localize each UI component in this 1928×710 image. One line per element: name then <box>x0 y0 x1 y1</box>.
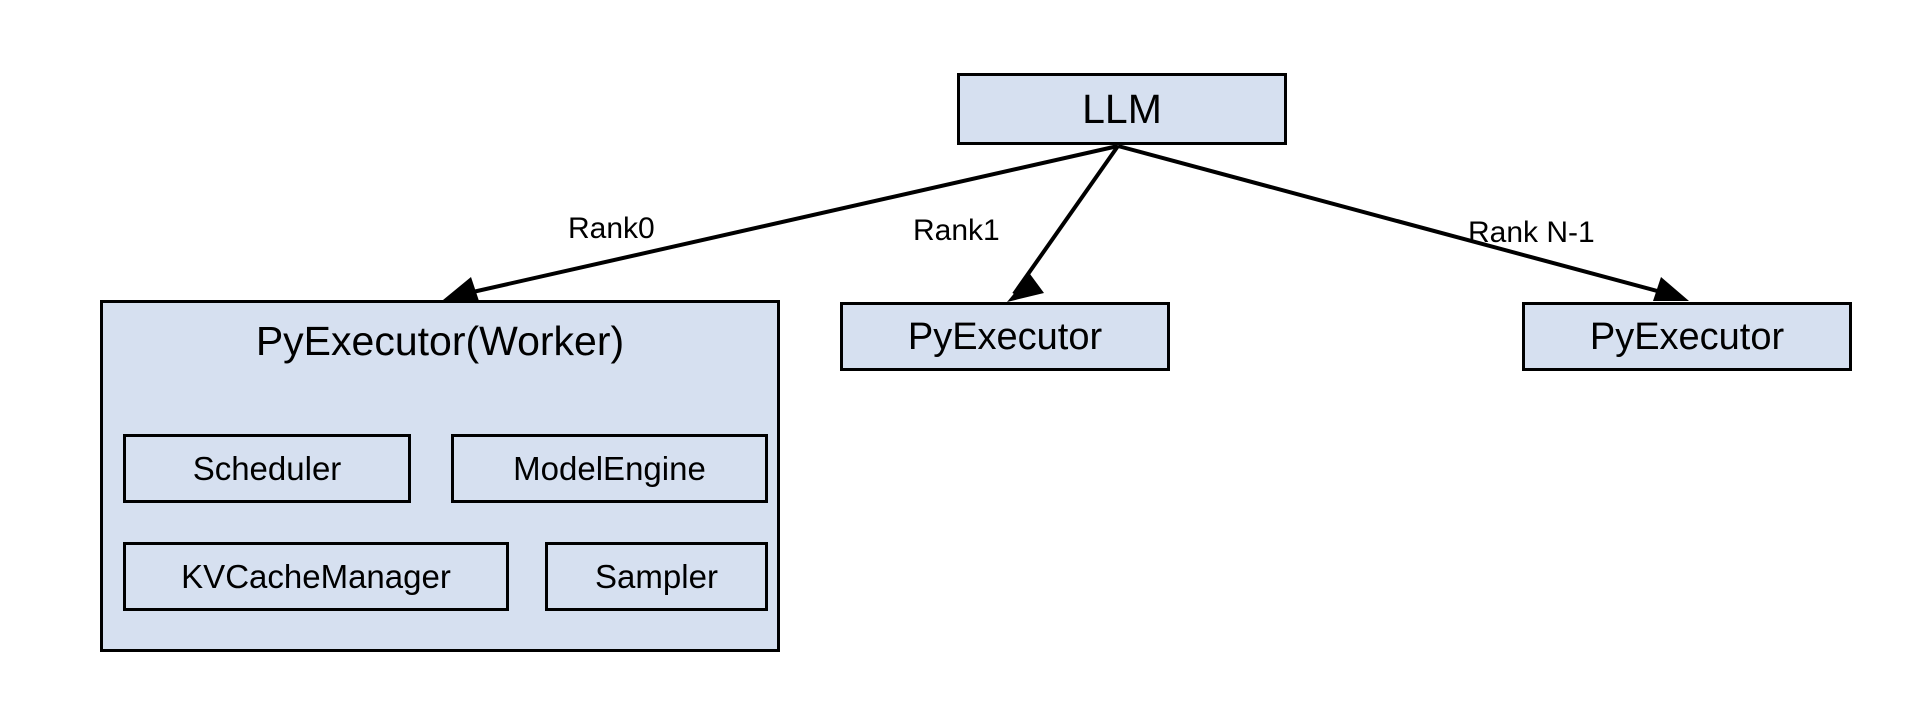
node-llm[interactable]: LLM <box>957 73 1287 145</box>
edge-rank1 <box>1007 144 1120 302</box>
node-scheduler[interactable]: Scheduler <box>123 434 411 503</box>
node-pyexecutor-worker-label: PyExecutor(Worker) <box>255 318 625 364</box>
edge-label-rank-n-1: Rank N-1 <box>1468 216 1595 249</box>
edge-label-rank1: Rank1 <box>913 214 1000 247</box>
node-kvcache-manager[interactable]: KVCacheManager <box>123 542 509 611</box>
edge-rankn <box>1117 144 1689 301</box>
node-sampler[interactable]: Sampler <box>545 542 768 611</box>
node-scheduler-label: Scheduler <box>192 450 342 487</box>
node-model-engine[interactable]: ModelEngine <box>451 434 768 503</box>
node-pyexecutor-rank-n-1-label: PyExecutor <box>1589 315 1785 358</box>
node-model-engine-label: ModelEngine <box>513 450 706 487</box>
node-kvcache-manager-label: KVCacheManager <box>181 558 451 595</box>
node-pyexecutor-rank1[interactable]: PyExecutor <box>840 302 1170 371</box>
node-pyexecutor-rank-n-1[interactable]: PyExecutor <box>1522 302 1852 371</box>
edge-label-rank0: Rank0 <box>568 212 655 245</box>
edge-rank0 <box>443 144 1119 301</box>
node-pyexecutor-rank1-label: PyExecutor <box>907 315 1103 358</box>
node-llm-label: LLM <box>1082 85 1162 132</box>
node-sampler-label: Sampler <box>595 558 718 595</box>
